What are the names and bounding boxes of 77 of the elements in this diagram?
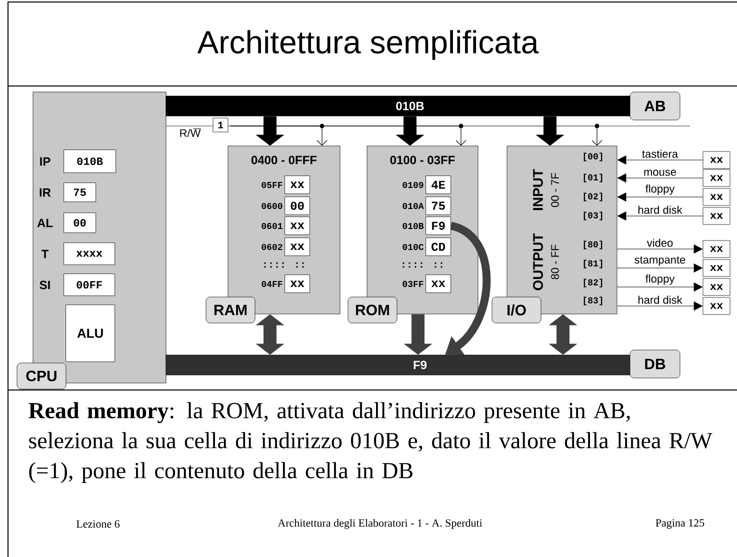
memory-cell: CD (426, 238, 451, 256)
edge-label: floppy (644, 274, 676, 286)
memory-cell: 00 (284, 196, 310, 215)
device-register: xx (702, 259, 730, 277)
edge-label: hard disk (636, 204, 684, 215)
device-register: xx (702, 188, 730, 206)
label-tag: DB (630, 350, 680, 378)
cell-address: 03FF (402, 280, 424, 288)
register-box: 00FF (64, 274, 115, 296)
address-range: 0100 - 03FF (390, 156, 455, 164)
section-label: 80 - FF (551, 244, 559, 280)
memory-cell: 4E (426, 176, 451, 194)
memory-cell: xx (284, 216, 310, 235)
caption-text: Read memory: la ROM, attivata dall’indirizzo presente in AB, seleziona la sua cella di indirizzo 010B e, dato il valore della linea R/W (=1), pone il contenuto della cella in DB (28, 402, 712, 484)
section-label: OUTPUT (533, 233, 543, 290)
register-name: AL (37, 218, 53, 228)
footer-text: Pagina 125 (656, 519, 704, 529)
memory-cell: F9 (426, 216, 451, 235)
register-name: IR (40, 188, 51, 197)
memory-cell: xx (284, 274, 310, 293)
footer-text: Architettura degli Elaboratori - 1 - A. Sperduti (278, 519, 482, 529)
memory-cell: 75 (426, 196, 451, 215)
control-arrow (230, 126, 602, 146)
port-address: [00] (584, 152, 602, 162)
edge-label: tastiera (640, 148, 680, 159)
device-register: xx (702, 207, 730, 225)
ellipsis-dots: :::: :: (264, 262, 304, 268)
cell-address: 05FF (262, 182, 282, 188)
cell-address: 0602 (262, 244, 282, 250)
memory-cell: xx (426, 274, 451, 293)
cell-address: 0109 (402, 182, 424, 188)
label-tag: ROM (348, 296, 398, 324)
device-register: xx (702, 297, 730, 315)
ellipsis-dots: :::: :: (402, 262, 442, 268)
label-tag: I/O (492, 296, 542, 324)
port-address: [03] (584, 212, 602, 220)
device-register: xx (702, 151, 730, 169)
edge-label: video (646, 238, 674, 248)
port-address: [82] (584, 278, 602, 288)
port-address: [81] (584, 260, 602, 268)
port-address: [83] (584, 296, 602, 306)
cell-address: 04FF (262, 280, 282, 288)
alu-box: ALU (66, 304, 115, 362)
slide-title: Architettura semplificata (197, 30, 539, 60)
register-box: 00 (64, 212, 96, 233)
section-label: 00 - 7F (551, 173, 559, 207)
signal-value: 1 (212, 118, 228, 132)
cell-address: 010A (402, 202, 424, 210)
memory-cell: xx (284, 176, 310, 194)
label-tag: RAM (206, 296, 256, 324)
section-label: INPUT (533, 169, 543, 210)
label-tag: AB (630, 92, 680, 120)
edge-label: mouse (642, 168, 678, 177)
edge-label: floppy (644, 184, 676, 196)
device-register: xx (702, 278, 730, 296)
edge-label: hard disk (636, 294, 684, 305)
register-name: SI (40, 280, 50, 290)
cell-address: 0601 (262, 222, 282, 230)
device-register: xx (702, 169, 730, 187)
port-address: [01] (584, 174, 602, 182)
cell-address: 010B (402, 222, 424, 230)
register-name: T (41, 250, 49, 258)
register-name: IP (40, 157, 50, 166)
cell-address: 0600 (262, 202, 282, 210)
register-box: 010B (64, 150, 116, 173)
device-register: xx (702, 240, 730, 258)
cell-address: 010C (402, 244, 424, 250)
register-box: 75 (64, 182, 96, 202)
address-range: 0400 - 0FFF (251, 156, 317, 164)
port-address: [80] (584, 240, 602, 250)
footer-text: Lezione 6 (76, 520, 120, 528)
signal-name: R/W (180, 128, 202, 138)
edge-label: stampante (633, 255, 687, 267)
memory-cell: xx (284, 238, 310, 256)
port-address: [02] (584, 192, 602, 202)
label-tag: CPU (16, 362, 66, 390)
register-box: xxxx (64, 242, 115, 265)
